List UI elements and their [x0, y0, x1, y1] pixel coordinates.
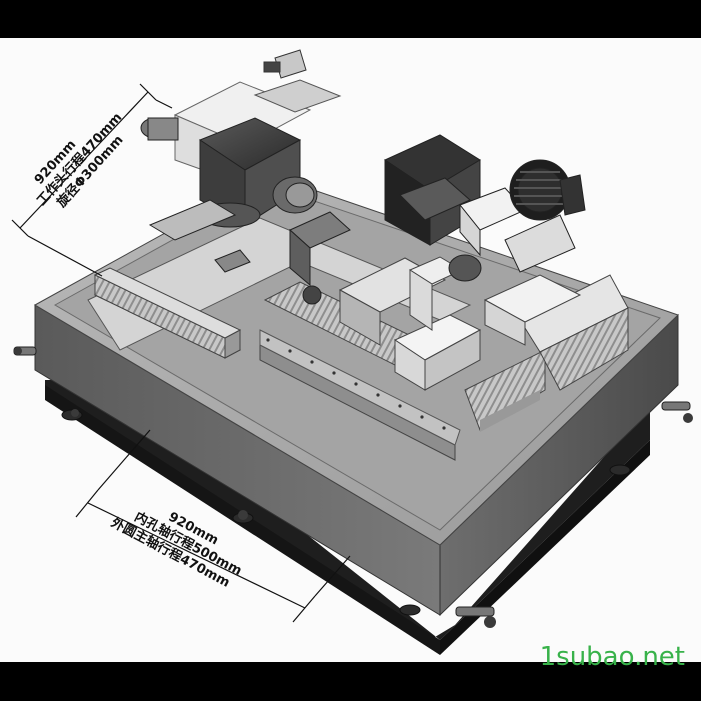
- fixture: [148, 199, 351, 305]
- grinding-head: [383, 134, 586, 282]
- watermark: 1subao.net: [539, 642, 685, 672]
- dimension-line-top: [11, 83, 173, 277]
- small-parts: [263, 49, 307, 79]
- workhead: [140, 79, 342, 228]
- top-black-bar: [0, 0, 701, 38]
- rail-holes: [266, 338, 446, 430]
- machine-illustration: 920mm 工作头行程470mm 旋径Φ300mm 920mm 内孔轴行程500…: [11, 49, 693, 655]
- leveling-screws: [13, 346, 691, 617]
- right-ribbed-cover: [464, 349, 546, 431]
- bottom-black-bar: [0, 662, 701, 701]
- annotation-top-left: 920mm 工作头行程470mm 旋径Φ300mm: [32, 109, 127, 211]
- illustration-area: 920mm 工作头行程470mm 旋径Φ300mm 920mm 内孔轴行程500…: [0, 38, 701, 662]
- dimension-line-bottom: [75, 429, 351, 623]
